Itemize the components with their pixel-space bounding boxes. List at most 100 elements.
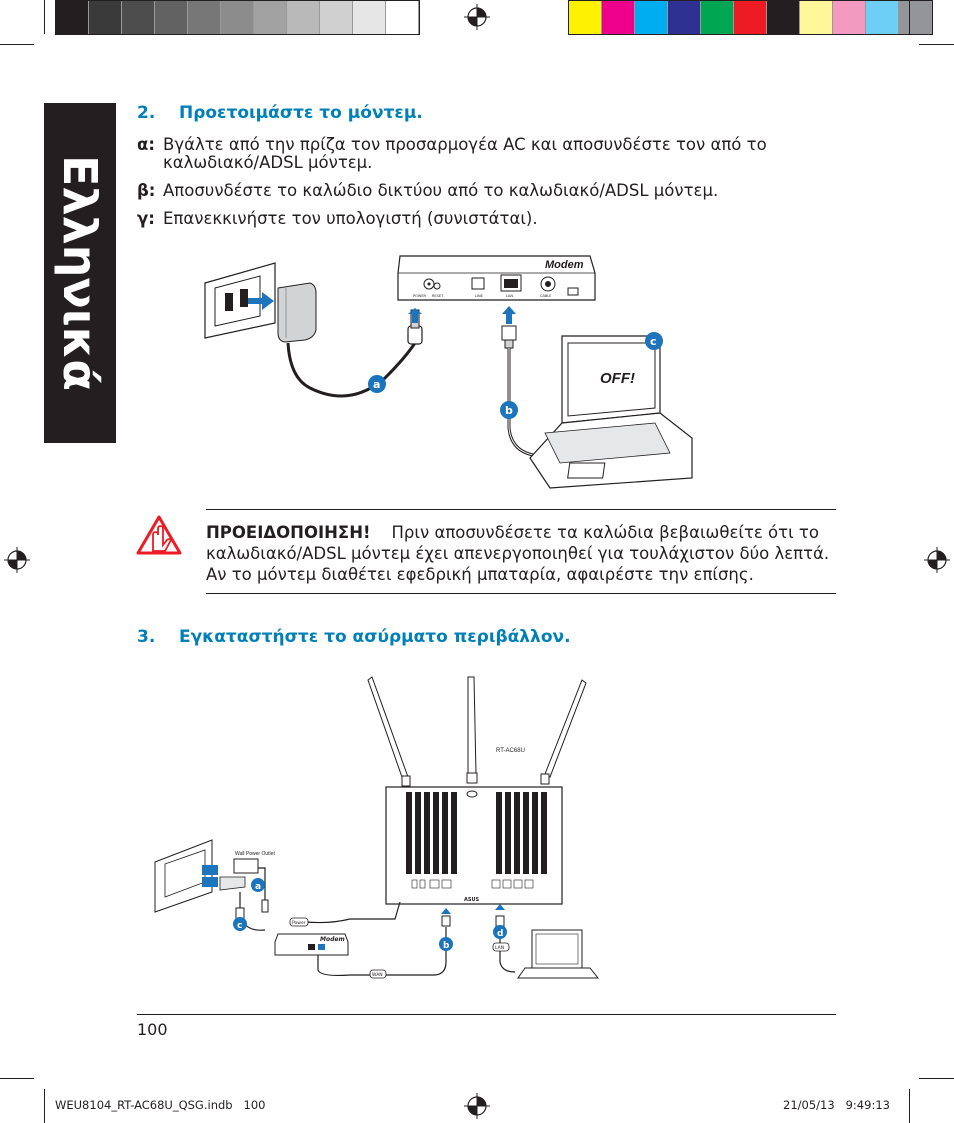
laptop [517,929,600,979]
svg-text:a: a [373,378,380,391]
plug-arrow-icon [495,904,505,910]
crop-mark [909,1089,910,1123]
plug-arrow-icon [441,908,451,914]
color-swatch [188,1,221,34]
modem-label: Modem [545,259,584,271]
callout-d: d [493,925,507,939]
color-swatch [56,1,89,34]
wan-label: WAN [372,972,383,978]
wall-outlet-label: Wall Power Outlet [235,851,275,857]
color-bar [568,0,933,35]
color-swatch [221,1,254,34]
callout-c: c [233,917,247,931]
color-swatch [800,1,833,34]
color-swatch [767,1,800,34]
color-swatch [89,1,122,34]
antennas [367,676,587,787]
step-a-line2: καλωδιακό/ADSL μόντεμ. [163,153,373,172]
color-swatch [866,1,899,34]
color-swatch [353,1,386,34]
language-side-tab: Ελληνικά [44,103,116,443]
warning-hand-icon [136,515,182,555]
registration-target-icon [464,1093,490,1119]
crop-mark [44,1089,45,1123]
port-label: RESET [432,294,444,298]
router-model-label: RT-AC68U [496,748,525,754]
color-swatch [668,1,701,34]
color-swatch [386,1,419,34]
warning-body: Πριν αποσυνδέσετε τα καλώδια βεβαιωθείτε… [206,523,830,584]
step-b: β: Αποσυνδέστε το καλώδιο δικτύου από το… [137,182,837,202]
router-vent [442,792,448,874]
router-vent [514,792,520,874]
router-vent [541,792,547,874]
section-2-heading: 2. Προετοιμάστε το μόντεμ. [137,103,423,123]
crop-mark [44,0,45,34]
svg-text:b: b [505,404,513,417]
router-vent [424,792,430,874]
callout-c: c [645,332,663,350]
svg-text:c: c [650,335,657,348]
section-3-heading: 3. Εγκαταστήστε το ασύρματο περιβάλλον. [137,627,571,647]
warning-text: ΠΡΟΕΙΔΟΠΟΙΗΣΗ! Πριν αποσυνδέσετε τα καλώ… [206,522,846,585]
modem-device: Modem POWER RESET LINE LAN CABLE [397,255,596,301]
port-label: POWER [413,294,427,298]
svg-text:b: b [443,941,450,951]
svg-text:d: d [497,929,503,939]
step-c: γ: Επανεκκινήστε τον υπολογιστή (συνιστά… [137,210,837,230]
router-vent [433,792,439,874]
wall-outlet [154,839,213,913]
unplug-arrow-icon [408,308,422,323]
color-swatch [155,1,188,34]
page-number: 100 [137,1020,168,1039]
crop-mark [0,1078,34,1079]
color-swatch [122,1,155,34]
color-swatch [734,1,767,34]
modem-device: Modem [274,933,349,956]
crop-mark [0,44,34,45]
router-vent [505,792,511,874]
callout-a: a [368,375,386,393]
router-vent [532,792,538,874]
grayscale-bar [55,0,420,35]
footer-date: 21/05/13 9:49:13 [783,1098,890,1112]
router-brand: ASUS [464,897,480,903]
warning-title: ΠΡΟΕΙΔΟΠΟΙΗΣΗ! [206,523,371,542]
modem-label: Modem [320,936,345,943]
warning-top-rule [206,509,836,510]
wireless-setup-diagram: RT-AC68U ASUS Wall Power Outlet Power Mo… [154,676,600,979]
callout-b: b [439,937,453,951]
crop-mark [909,0,910,34]
step-b-text: Αποσυνδέστε το καλώδιο δικτύου από το κα… [163,181,719,200]
port-label: LINE [475,294,483,298]
crop-mark [919,44,954,45]
unplug-arrow-icon [502,306,516,324]
step-c-text: Επανεκκινήστε τον υπολογιστή (συνιστάται… [163,209,538,228]
color-swatch [701,1,734,34]
router-vent [415,792,421,874]
color-swatch [320,1,353,34]
step-a-marker: α: [137,135,155,154]
color-swatch [833,1,866,34]
step-b-marker: β: [137,181,156,200]
step-a: α: Βγάλτε από την πρίζα τον προσαρμογέα … [137,136,837,176]
port-label: CABLE [540,294,551,298]
registration-target-icon [924,547,950,573]
router-vent [523,792,529,874]
footer-file: WEU8104_RT-AC68U_QSG.indb 100 [55,1098,266,1112]
color-swatch [635,1,668,34]
registration-target-icon [464,4,490,30]
router-vent [451,792,457,874]
unplug-arrow-icon [248,292,274,310]
step-a-text: Βγάλτε από την πρίζα τον προσαρμογέα AC … [163,136,767,172]
color-swatch [569,1,602,34]
router-vent [496,792,502,874]
language-tab-label: Ελληνικά [53,155,107,391]
svg-text:c: c [237,921,242,931]
warning-bottom-rule [206,593,836,594]
color-swatch [899,1,932,34]
power-label: Power [292,920,306,926]
modem-disconnect-diagram: Modem POWER RESET LINE LAN CABLE OFF! a … [204,255,693,489]
callout-b: b [500,401,518,419]
router-vent [406,792,412,874]
